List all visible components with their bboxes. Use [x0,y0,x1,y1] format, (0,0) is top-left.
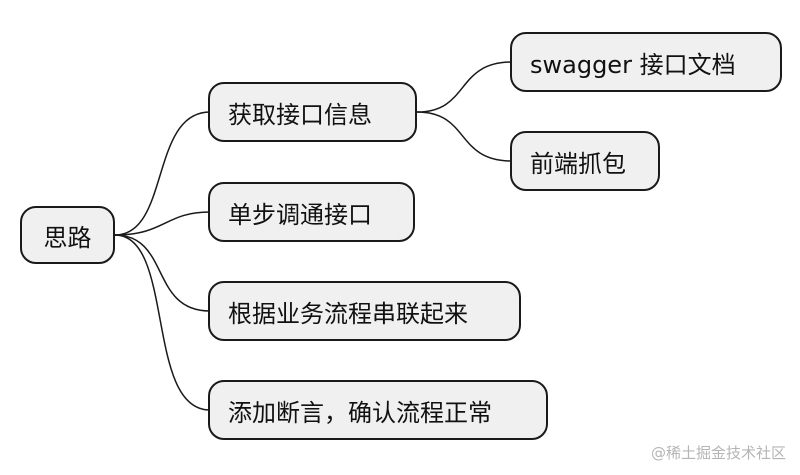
child-node-frontend-capture: 前端抓包 [510,131,660,191]
connector-root-to-branch-3 [114,234,211,312]
child-node-swagger-docs: swagger 接口文档 [510,32,782,92]
connector-root-to-branch-4 [114,234,211,411]
root-node: 思路 [20,206,115,264]
branch-node-single-step-debug: 单步调通接口 [208,182,415,242]
branch-node-get-api-info: 获取接口信息 [208,82,417,142]
watermark: @稀土掘金技术社区 [650,444,786,462]
connector-branch-1-to-child-1 [416,61,513,113]
connector-root-to-branch-1 [114,111,211,236]
connector-root-to-branch-2 [114,211,211,236]
connector-branch-1-to-child-2 [416,111,513,162]
branch-node-add-assertions: 添加断言，确认流程正常 [208,380,548,440]
branch-node-chain-by-business-flow: 根据业务流程串联起来 [208,281,521,341]
